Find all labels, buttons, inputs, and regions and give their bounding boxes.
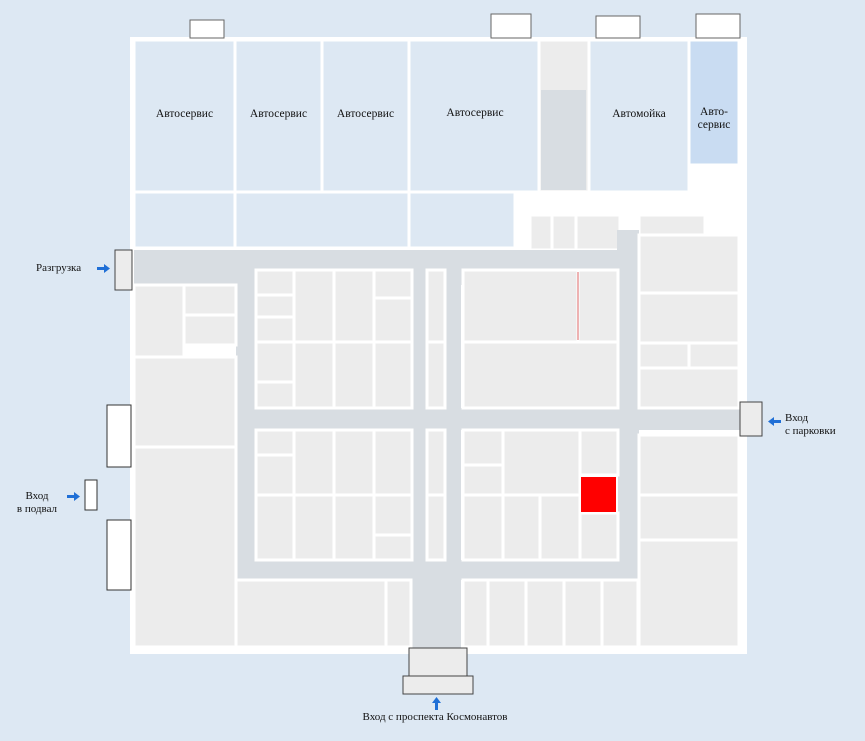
room-autoservice-2[interactable] bbox=[233, 38, 324, 194]
label-autoservice-1: Автосервис bbox=[155, 108, 214, 120]
room-service-3 bbox=[574, 213, 622, 252]
roof-windows bbox=[189, 13, 741, 39]
arrow-right-icon bbox=[97, 264, 110, 273]
label-basement-entrance: Вход в подвал bbox=[12, 490, 62, 516]
corridor bbox=[236, 408, 741, 430]
label-basement-line1: Вход bbox=[25, 490, 49, 502]
column-b bbox=[425, 428, 447, 562]
block-b bbox=[461, 268, 620, 410]
room-left-4 bbox=[132, 355, 238, 449]
label-basement-line2: в подвал bbox=[16, 503, 58, 515]
bottom-row bbox=[234, 578, 640, 649]
label-autoservice-5: Авто- сервис bbox=[690, 106, 738, 132]
selected-room[interactable] bbox=[579, 475, 618, 514]
main-entrance bbox=[402, 647, 474, 695]
label-autoservice-2: Автосервис bbox=[249, 108, 308, 120]
room-autoservice-5[interactable] bbox=[687, 38, 741, 167]
label-autoservice-4: Автосервис bbox=[446, 107, 504, 119]
room-carwash[interactable] bbox=[587, 38, 691, 194]
basement-stairs bbox=[84, 404, 132, 591]
block-a bbox=[254, 268, 414, 410]
label-autoservice-3: Автосервис bbox=[336, 108, 395, 120]
room-left-3 bbox=[182, 313, 238, 347]
room-left-5 bbox=[132, 445, 238, 649]
room-service-4 bbox=[637, 213, 707, 237]
right-column-top bbox=[637, 233, 741, 410]
corridor bbox=[541, 90, 586, 190]
label-main-entrance: Вход с проспекта Космонавтов bbox=[362, 711, 508, 723]
block-c bbox=[254, 428, 414, 562]
room-bay-lower-1 bbox=[132, 190, 237, 250]
right-column-bottom bbox=[637, 433, 741, 649]
corridor bbox=[617, 230, 639, 580]
arrow-left-icon bbox=[768, 417, 781, 426]
room-service-2 bbox=[550, 213, 578, 252]
block-d bbox=[461, 428, 620, 562]
column-a bbox=[425, 268, 447, 410]
unloading-dock bbox=[114, 249, 133, 291]
label-parking-entrance: Вход с парковки bbox=[785, 412, 836, 438]
room-bay-lower-3 bbox=[407, 190, 517, 250]
label-parking-line1: Вход bbox=[785, 412, 809, 424]
label-parking-line2: с парковки bbox=[785, 425, 836, 437]
room-left-1 bbox=[132, 283, 186, 359]
label-autoservice-5-line1: Авто- bbox=[700, 106, 728, 118]
room-autoservice-3[interactable] bbox=[320, 38, 411, 194]
arrow-right-icon bbox=[67, 492, 80, 501]
room-bay-lower-2 bbox=[233, 190, 411, 250]
room-left-2 bbox=[182, 283, 238, 317]
label-carwash: Автомойка bbox=[612, 108, 666, 120]
room-service-1 bbox=[528, 213, 554, 252]
label-autoservice-5-line2: сервис bbox=[697, 119, 731, 131]
parking-entrance bbox=[739, 401, 763, 437]
label-unloading: Разгрузка bbox=[36, 262, 82, 274]
arrow-up-icon bbox=[432, 697, 441, 710]
room-autoservice-1[interactable] bbox=[132, 38, 237, 194]
